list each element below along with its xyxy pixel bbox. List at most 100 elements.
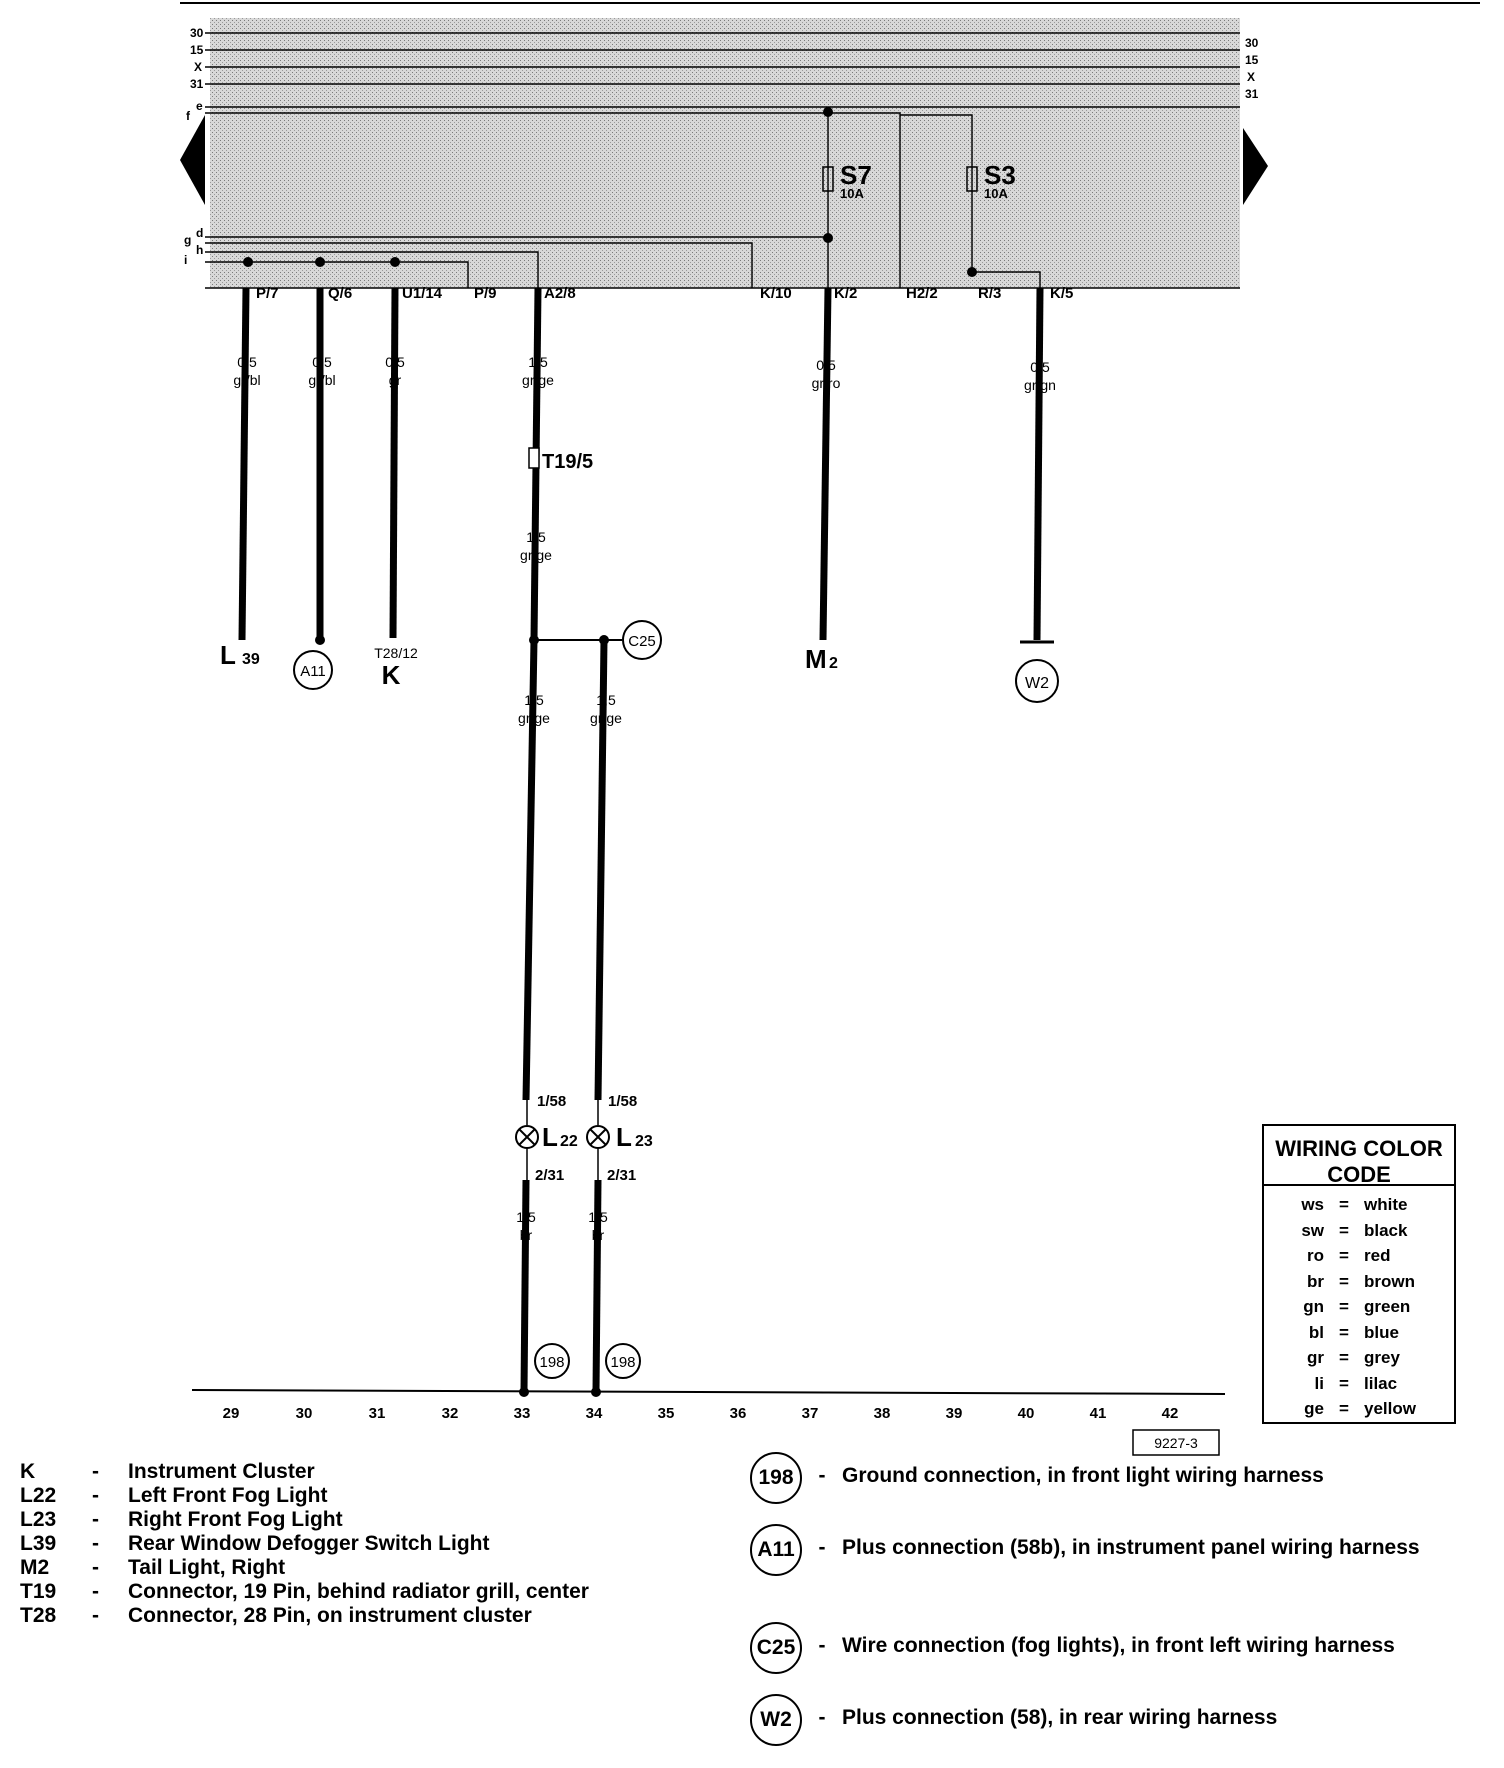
line-h <box>205 251 539 288</box>
wire-9-size: 1,5 <box>596 692 616 708</box>
ground-line <box>191 1389 1226 1395</box>
wire-7-size: 1,5 <box>526 529 546 545</box>
color-code-row: ge=yellow <box>1264 1396 1454 1422</box>
connection-item: A11 - Plus connection (58b), in instrume… <box>750 1524 1462 1576</box>
connection-id-circle: W2 <box>750 1694 802 1746</box>
legend-item: L23-Right Front Fog Light <box>20 1508 740 1532</box>
wire-m2 <box>819 287 832 641</box>
node-q6 <box>315 257 325 267</box>
fuse-s7-name: S7 <box>840 160 872 190</box>
ruler-35: 35 <box>658 1405 675 1422</box>
connection-id-circle: C25 <box>750 1622 802 1674</box>
color-code-rows: ws=white sw=black ro=red br=brown gn=gre… <box>1264 1186 1454 1422</box>
component-legend: K-Instrument Cluster L22-Left Front Fog … <box>20 1460 740 1628</box>
legend-dash: - <box>92 1556 99 1579</box>
end-c25-label: C25 <box>628 633 656 650</box>
bus-label-i: i <box>184 253 187 267</box>
legend-code: T28 <box>20 1604 57 1627</box>
figure-id-box <box>1132 1429 1220 1456</box>
wire-l22-ground <box>520 1179 530 1393</box>
connection-id-circle: A11 <box>750 1524 802 1576</box>
terminal-r3: R/3 <box>978 285 1001 302</box>
terminal-a28: A2/8 <box>544 285 576 302</box>
legend-dash: - <box>92 1580 99 1603</box>
legend-desc: Tail Light, Right <box>128 1556 286 1579</box>
figure-id: 9227-3 <box>1154 1435 1198 1451</box>
lamp-l23-pin-bottom: 2/31 <box>607 1167 636 1184</box>
color-abbr: ge <box>1304 1399 1324 1418</box>
wire-10-color: br <box>520 1227 533 1243</box>
end-l39-name: L <box>220 640 236 670</box>
color-code-row: gr=grey <box>1264 1345 1454 1371</box>
legend-code: T19 <box>20 1580 57 1603</box>
connection-dash: - <box>818 1634 826 1657</box>
legend-code: K <box>20 1460 36 1483</box>
wire-w2 <box>1033 287 1044 641</box>
wire-l22-feed <box>522 639 538 1101</box>
end-a11-label: A11 <box>300 663 326 680</box>
color-name: white <box>1364 1195 1408 1214</box>
connector-t19-label: T19/5 <box>542 451 593 473</box>
color-code-row: br=brown <box>1264 1269 1454 1295</box>
junction-a11 <box>315 635 325 645</box>
color-eq: = <box>1339 1399 1349 1418</box>
legend-dash: - <box>92 1508 99 1531</box>
bus-label-h: h <box>196 243 203 257</box>
ruler-42: 42 <box>1162 1405 1179 1422</box>
color-abbr: li <box>1314 1373 1324 1393</box>
terminal-h22: H2/2 <box>906 285 938 302</box>
wire-3-size: 0,5 <box>385 354 405 370</box>
bus-label-e: e <box>196 99 203 113</box>
wire-8-size: 1,5 <box>524 692 544 708</box>
terminal-q6: Q/6 <box>328 285 352 302</box>
ruler-37: 37 <box>802 1405 819 1422</box>
color-code-row: ws=white <box>1264 1192 1454 1218</box>
lamp-l22-pin-bottom: 2/31 <box>535 1167 564 1184</box>
connection-item: C25 - Wire connection (fog lights), in f… <box>750 1622 1462 1674</box>
wire-2-size: 0,5 <box>312 354 332 370</box>
lamp-l23-name: L <box>616 1122 632 1152</box>
color-eq: = <box>1339 1348 1349 1367</box>
color-name: red <box>1364 1246 1391 1265</box>
connection-desc: Wire connection (fog lights), in front l… <box>842 1634 1395 1657</box>
bus-label-x-left: X <box>194 60 202 74</box>
panel-left-arrow-icon <box>180 115 205 205</box>
connection-item: 198 - Ground connection, in front light … <box>750 1452 1462 1504</box>
end-c25-circle <box>622 620 662 660</box>
color-code-row: gn=green <box>1264 1294 1454 1320</box>
wire-1-color: gr/bl <box>233 372 260 388</box>
node-s3 <box>967 267 977 277</box>
panel-nodes <box>243 107 977 277</box>
legend-desc: Rear Window Defogger Switch Light <box>128 1532 490 1555</box>
bus-lines <box>205 32 1240 289</box>
terminal-p9: P/9 <box>474 285 497 302</box>
line-f <box>205 112 901 288</box>
ruler-33: 33 <box>514 1405 531 1422</box>
wire-9-color: gr/ge <box>590 710 622 726</box>
legend-item: L39-Rear Window Defogger Switch Light <box>20 1532 740 1556</box>
bus-label-x-right: X <box>1247 70 1255 84</box>
color-abbr: bl <box>1308 1322 1324 1342</box>
connection-dash: - <box>818 1536 826 1559</box>
end-l39-sub: 39 <box>242 651 260 668</box>
wire-6-size: 0,5 <box>1030 359 1050 375</box>
color-abbr: gr <box>1307 1348 1324 1367</box>
junction-t19 <box>529 635 539 645</box>
wire-5-size: 0,5 <box>816 357 836 373</box>
end-w2-label: W2 <box>1025 675 1049 692</box>
end-m2-name: M <box>805 644 827 674</box>
legend-dash: - <box>92 1604 99 1627</box>
node-d <box>823 233 833 243</box>
lamp-l23 <box>586 1100 610 1180</box>
terminal-p7: P/7 <box>256 285 279 302</box>
ruler-39: 39 <box>946 1405 963 1422</box>
end-t28-label: T28/12 <box>374 645 418 661</box>
end-w2-circle <box>1015 659 1059 703</box>
lamp-l22-name: L <box>542 1122 558 1152</box>
wire-4-size: 1,5 <box>528 354 548 370</box>
ground-198-right-label: 198 <box>610 1354 635 1371</box>
wire-10-size: 1,5 <box>516 1209 536 1225</box>
ruler-41: 41 <box>1090 1405 1107 1422</box>
bus-label-31-left: 31 <box>190 77 204 91</box>
wire-l23-ground <box>592 1179 602 1393</box>
